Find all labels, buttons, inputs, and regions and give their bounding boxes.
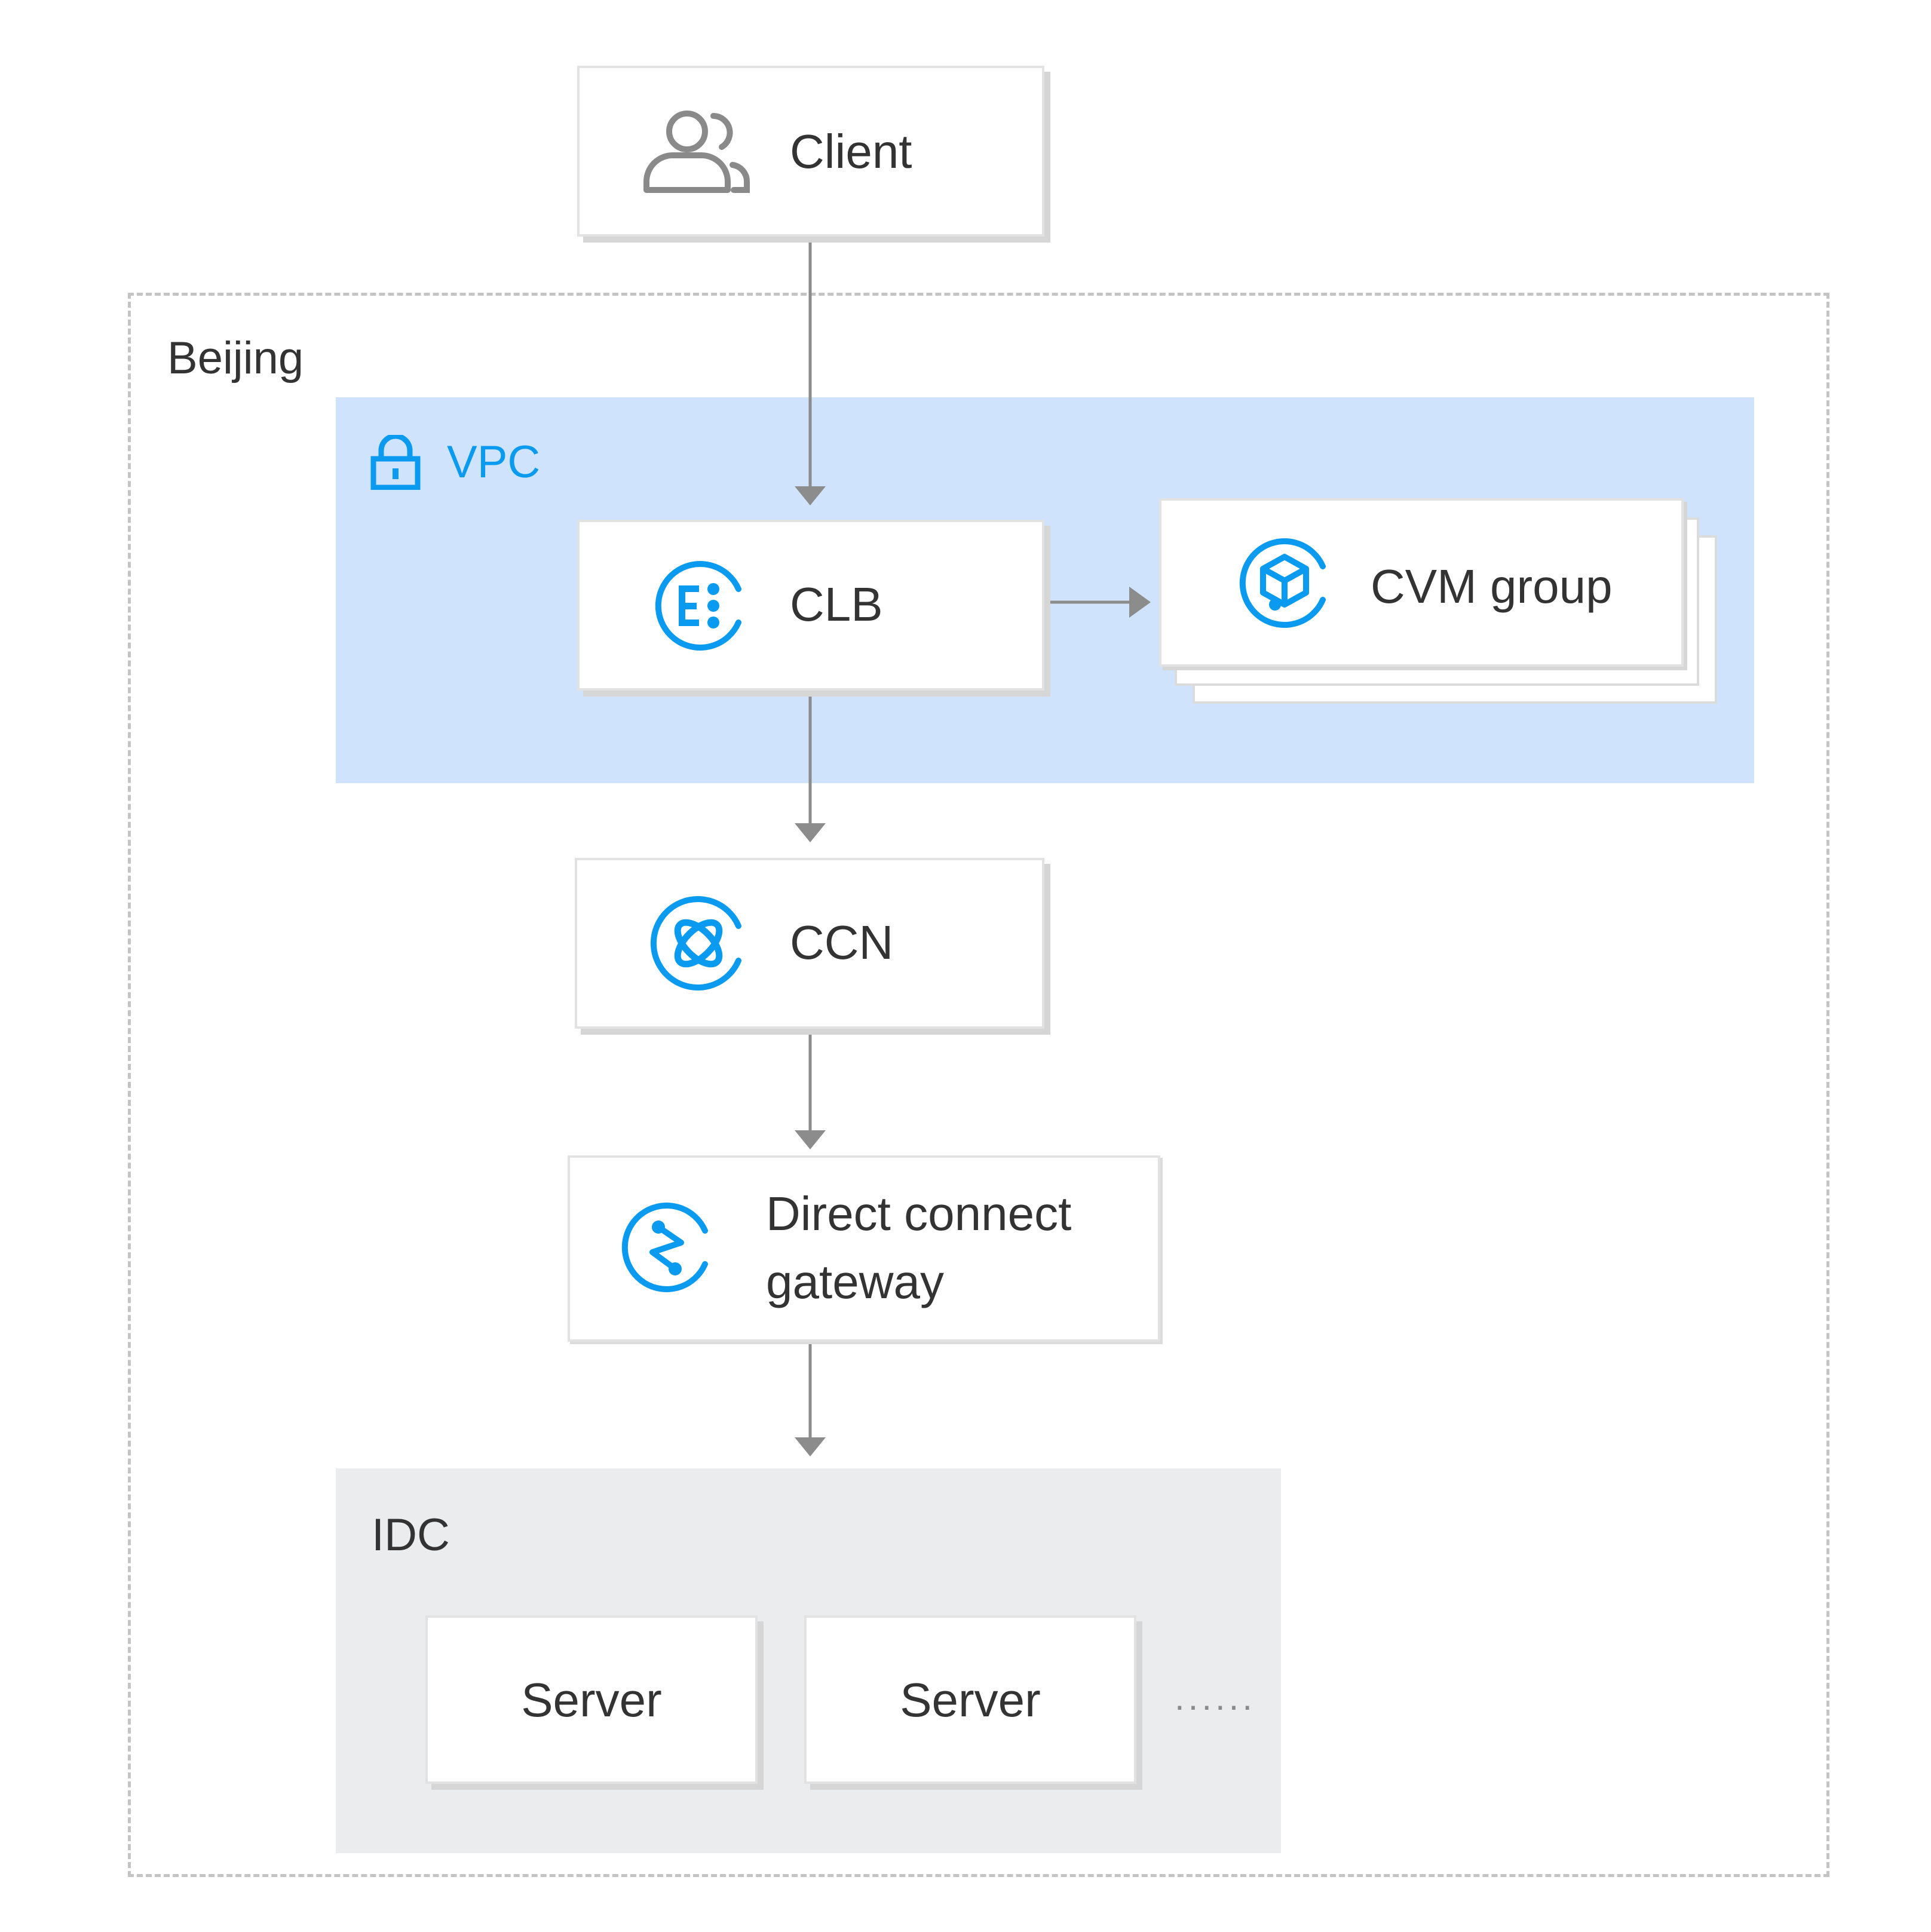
ccn-label: CCN (790, 916, 894, 969)
load-balancer-icon (655, 561, 741, 651)
client-label: Client (790, 125, 912, 178)
cube-icon (1239, 538, 1326, 628)
lock-icon (370, 435, 421, 490)
region-beijing (128, 293, 1829, 1877)
region-vpc-label: VPC (447, 437, 541, 487)
clb-card[interactable] (577, 520, 1044, 691)
region-beijing-label: Beijing (167, 333, 304, 384)
client-card[interactable] (577, 66, 1044, 237)
server-card-1[interactable]: Server (425, 1615, 758, 1784)
server-label-1: Server (521, 1673, 662, 1726)
cvm-group-card[interactable] (1159, 498, 1684, 667)
dc-gateway-label-line1: Direct connect (766, 1187, 1072, 1240)
clb-label: CLB (790, 578, 883, 631)
more-servers-ellipsis: ...... (1175, 1678, 1256, 1718)
cvm-group-label: CVM group (1371, 560, 1613, 613)
gateway-icon (621, 1203, 708, 1292)
region-idc-label: IDC (372, 1510, 450, 1560)
server-card-2[interactable]: Server (804, 1615, 1136, 1784)
server-label-2: Server (900, 1673, 1041, 1726)
dc-gateway-label-line2: gateway (766, 1255, 944, 1308)
users-icon (643, 111, 750, 193)
network-orbit-icon (651, 896, 741, 990)
